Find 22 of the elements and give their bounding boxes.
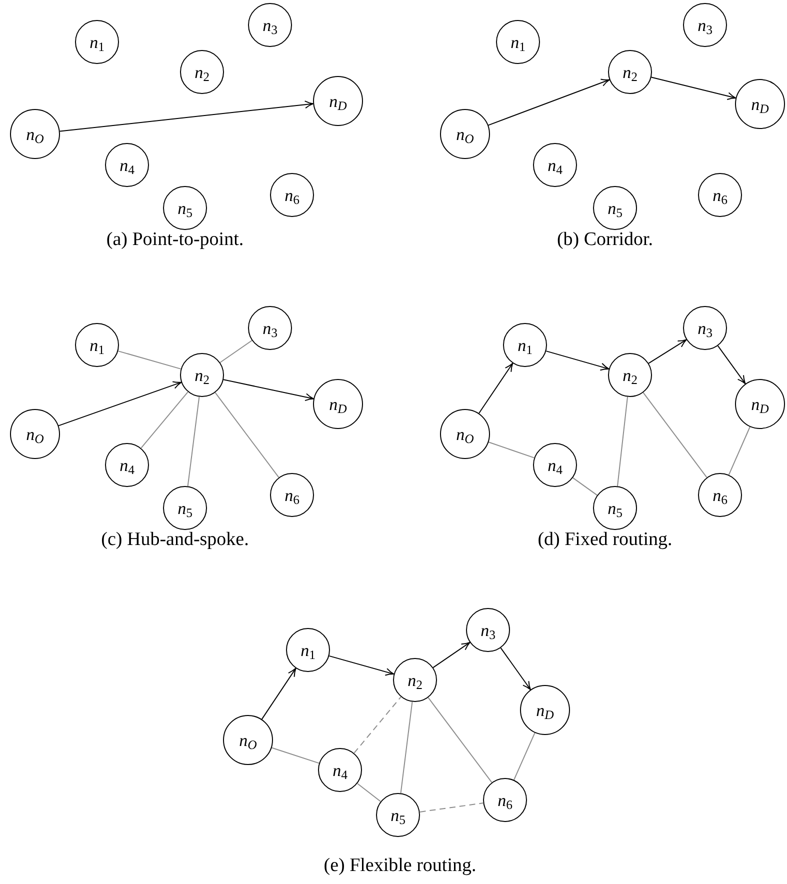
caption: (b) Corridor. xyxy=(556,228,654,252)
connector-line xyxy=(140,391,188,449)
connector-line xyxy=(428,697,492,783)
connector-line xyxy=(187,396,200,487)
caption: (e) Flexible routing. xyxy=(324,854,476,878)
connector-line xyxy=(488,442,535,458)
connector-line xyxy=(400,701,413,794)
connector-line xyxy=(356,782,382,802)
connector-line xyxy=(118,350,182,370)
connector-line xyxy=(728,426,750,476)
connector-line xyxy=(271,747,320,764)
caption: (a) Point-to-point. xyxy=(106,228,244,252)
connector-line xyxy=(220,340,252,363)
caption: (c) Hub-and-spoke. xyxy=(101,528,249,552)
connector-line xyxy=(572,477,598,496)
connector-line xyxy=(513,732,536,780)
connector-line xyxy=(642,392,708,478)
connector-line xyxy=(214,392,280,478)
connector-line xyxy=(354,696,402,754)
connector-line xyxy=(616,396,628,487)
caption: (d) Fixed routing. xyxy=(538,528,672,552)
connector-line xyxy=(419,802,484,812)
